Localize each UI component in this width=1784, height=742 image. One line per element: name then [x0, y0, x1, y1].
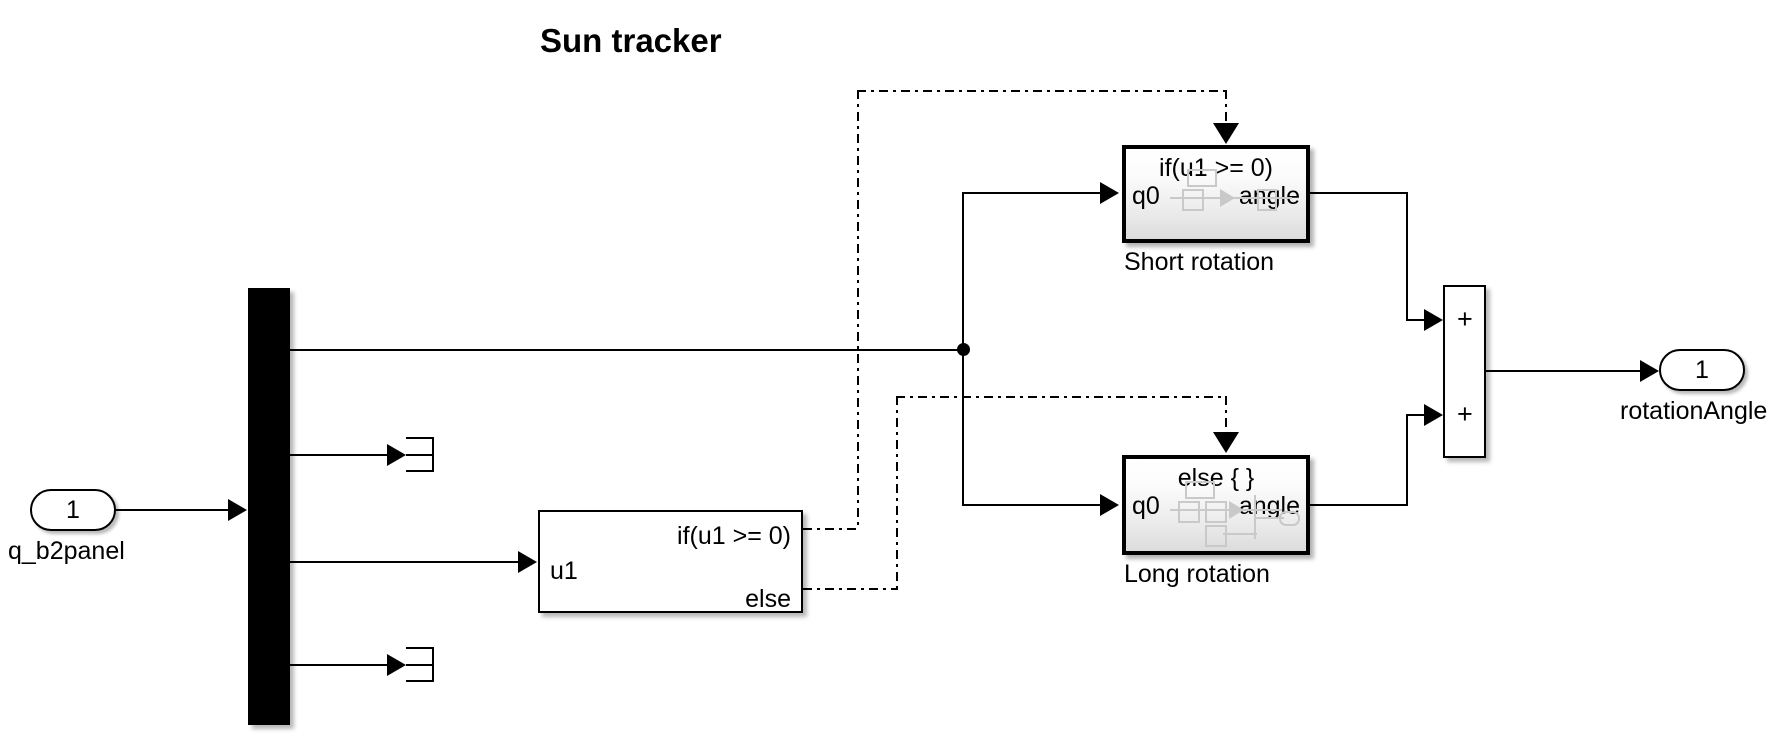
wire-bus-out2 [290, 454, 390, 456]
long-rotation-ghost-block-1 [1178, 501, 1200, 523]
outport-block[interactable]: 1 [1659, 349, 1745, 391]
wire-bus-out3-to-if [290, 561, 521, 563]
terminator-upper-stub [406, 454, 434, 456]
long-rotation-condition: else { } [1177, 464, 1255, 492]
short-rotation-ghost-gain-icon [1220, 189, 1235, 207]
if-block[interactable]: u1 if(u1 >= 0) else [538, 510, 803, 613]
inport-label: q_b2panel [8, 537, 125, 565]
arrow-long-rotation-enable [1213, 432, 1239, 453]
outport-number: 1 [1695, 355, 1709, 384]
wire-bus-out4 [290, 664, 390, 666]
ctrl-wire-else-seg4 [1225, 396, 1227, 435]
ctrl-wire-if-seg4 [1225, 90, 1227, 127]
long-rotation-caption: Long rotation [1124, 560, 1270, 588]
outport-label: rotationAngle [1620, 397, 1768, 425]
wire-sum-to-outport [1486, 370, 1652, 372]
arrow-if-input [518, 551, 537, 573]
sum-sign-bottom: + [1457, 399, 1473, 429]
arrow-short-rotation-q0 [1100, 182, 1119, 204]
arrow-outport-input [1640, 360, 1659, 382]
arrow-sum-input-bottom [1424, 404, 1443, 426]
wire-short-rotation-out-h2 [1406, 319, 1433, 321]
inport-block[interactable]: 1 [30, 489, 116, 531]
short-rotation-ghost-block-3 [1187, 169, 1217, 187]
diagram-title: Sun tracker [540, 22, 722, 59]
wire-inport-to-bus [116, 509, 229, 511]
long-rotation-ghost-block-4 [1185, 481, 1215, 499]
short-rotation-ghost-block-1 [1182, 189, 1204, 211]
long-rotation-output-port: angle [1238, 492, 1300, 520]
arrow-short-rotation-enable [1213, 123, 1239, 144]
if-output-if-label: if(u1 >= 0) [677, 522, 791, 550]
long-rotation-ghost-outport-icon [1279, 511, 1300, 526]
wire-short-rotation-out-v [1406, 192, 1408, 320]
inport-number: 1 [66, 495, 80, 524]
if-output-else-label: else [745, 585, 791, 613]
arrow-terminator-upper [387, 444, 406, 466]
subsystem-long-rotation[interactable]: else { } q0 angle [1122, 455, 1310, 555]
short-rotation-input-port: q0 [1132, 182, 1160, 210]
short-rotation-ghost-block-2 [1257, 189, 1277, 211]
ctrl-wire-else-seg2 [896, 396, 898, 590]
wire-long-rotation-out-h2 [1406, 414, 1433, 416]
ctrl-wire-if-seg3 [857, 90, 1227, 92]
wire-to-short-rotation-q0 [962, 192, 1102, 194]
long-rotation-input-port: q0 [1132, 492, 1160, 520]
subsystem-short-rotation[interactable]: if(u1 >= 0) q0 angle [1122, 145, 1310, 243]
sum-sign-top: + [1457, 304, 1473, 334]
long-rotation-ghost-wire-3 [1256, 517, 1284, 519]
if-input-port-label: u1 [550, 557, 578, 585]
long-rotation-ghost-gain-icon [1229, 501, 1244, 519]
ctrl-wire-else-seg1 [803, 588, 898, 590]
long-rotation-ghost-wire-2 [1223, 533, 1257, 535]
wire-short-rotation-out-h1 [1310, 192, 1408, 194]
ctrl-wire-else-seg3 [896, 396, 1227, 398]
long-rotation-ghost-block-2 [1205, 501, 1227, 523]
ctrl-wire-if-seg1 [803, 528, 859, 530]
long-rotation-ghost-block-3 [1205, 525, 1227, 547]
wire-long-rotation-out-v [1406, 414, 1408, 506]
wire-long-rotation-out-h1 [1310, 504, 1408, 506]
long-rotation-ghost-bar [1254, 495, 1256, 539]
wire-bus-out1-main [290, 349, 963, 351]
ctrl-wire-if-seg2 [857, 90, 859, 530]
arrow-terminator-lower [387, 654, 406, 676]
short-rotation-caption: Short rotation [1124, 248, 1275, 276]
wire-branch-vertical [962, 192, 964, 506]
bus-selector-block[interactable] [248, 288, 290, 725]
arrow-long-rotation-q0 [1100, 494, 1119, 516]
terminator-lower-stub [406, 664, 434, 666]
sum-block[interactable]: + + [1443, 285, 1486, 458]
arrow-bus-input [228, 499, 247, 521]
wire-to-long-rotation-q0 [962, 504, 1102, 506]
arrow-sum-input-top [1424, 309, 1443, 331]
short-rotation-output-port: angle [1238, 182, 1300, 210]
